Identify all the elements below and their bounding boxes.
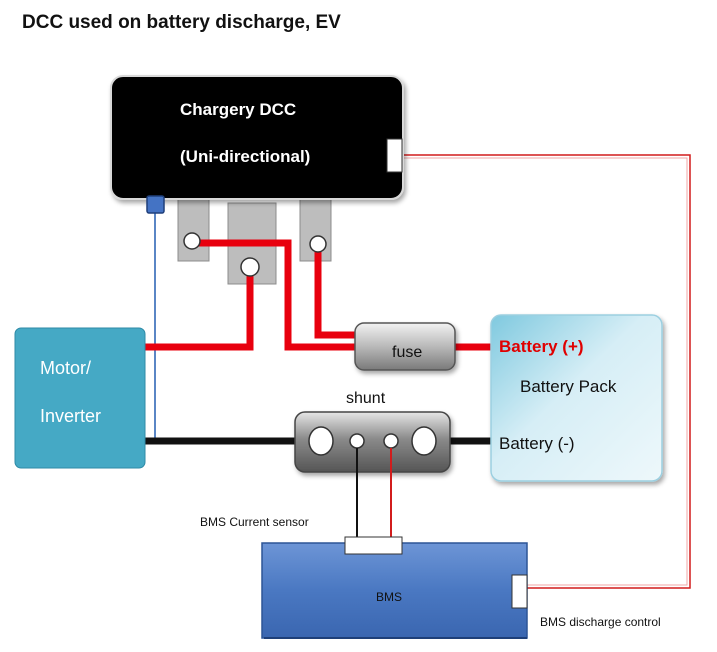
dcc-control-signal-wire-outline: [402, 157, 688, 586]
dcc-controller-box: [110, 75, 404, 200]
shunt-sense-terminal-positive: [383, 433, 399, 449]
fuse-label: fuse: [392, 344, 422, 361]
battery-pack: [490, 314, 663, 482]
bms-current-sensor-port: [344, 536, 403, 555]
dcc-terminal-left-bolt: [183, 232, 201, 250]
bms-current-sensor-label: BMS Current sensor: [200, 515, 309, 529]
motor-label: Motor/: [40, 358, 91, 378]
inverter-label: Inverter: [40, 406, 101, 426]
shunt: [294, 411, 451, 473]
dcc-sense-port: [146, 195, 165, 214]
dcc-control-signal-wire: [402, 154, 691, 589]
positive-power-wiring: [145, 239, 491, 351]
shunt-battery-terminal: [411, 426, 437, 456]
dcc-control-port: [386, 138, 403, 173]
dcc-terminal-right-bolt: [309, 235, 327, 253]
dcc-title-text: Chargery DCC: [180, 100, 296, 119]
battery-pack-label: Battery Pack: [520, 377, 617, 396]
bms-label: BMS: [376, 590, 402, 604]
diagram-title: DCC used on battery discharge, EV: [22, 12, 341, 33]
shunt-load-terminal: [308, 426, 334, 456]
battery-positive-label: Battery (+): [499, 337, 584, 356]
battery-negative-label: Battery (-): [499, 434, 575, 453]
bms-discharge-control-port: [511, 574, 528, 609]
dcc-terminal-middle-bolt: [240, 257, 260, 277]
bms-discharge-control-label: BMS discharge control: [540, 615, 661, 629]
shunt-label: shunt: [346, 390, 386, 407]
shunt-sense-terminal-negative: [349, 433, 365, 449]
fuse: [354, 322, 456, 371]
motor-inverter-box: [14, 327, 146, 469]
dcc-mode-text: (Uni-directional): [180, 147, 310, 166]
